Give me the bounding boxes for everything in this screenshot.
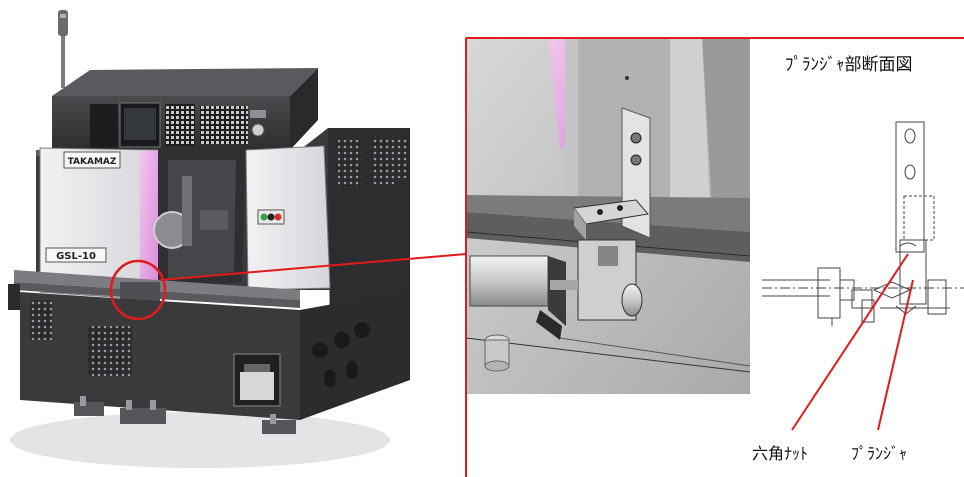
callout <box>109 253 467 321</box>
signal-tower <box>58 10 68 88</box>
callout-leader <box>159 253 467 281</box>
plunger-label: ﾌﾟﾗﾝｼﾞｬ <box>851 444 908 463</box>
section-drawing <box>762 121 964 326</box>
start-button <box>260 213 268 221</box>
front-rail <box>8 270 300 310</box>
zoom-panel <box>465 38 751 394</box>
label-leaders <box>791 253 914 431</box>
callout-circle <box>109 259 167 321</box>
brand-plate: TAKAMAZ <box>68 157 117 167</box>
plunger-leader <box>877 279 914 431</box>
floor-shadow <box>10 412 390 468</box>
right-door <box>245 145 331 291</box>
control-cabinet <box>52 68 318 150</box>
section-title: ﾌﾟﾗﾝｼﾞｬ部断面図 <box>785 55 913 75</box>
machine-base <box>20 290 410 434</box>
lathe-machine: TAKAMAZ GSL-10 <box>8 10 410 468</box>
zoom-frame <box>465 37 964 477</box>
model-plate: GSL-10 <box>56 251 96 262</box>
work-area <box>153 150 246 290</box>
hex-nut-leader <box>791 253 909 431</box>
stop-button <box>274 213 282 221</box>
hex-nut-label: 六角ﾅｯﾄ <box>752 444 809 463</box>
